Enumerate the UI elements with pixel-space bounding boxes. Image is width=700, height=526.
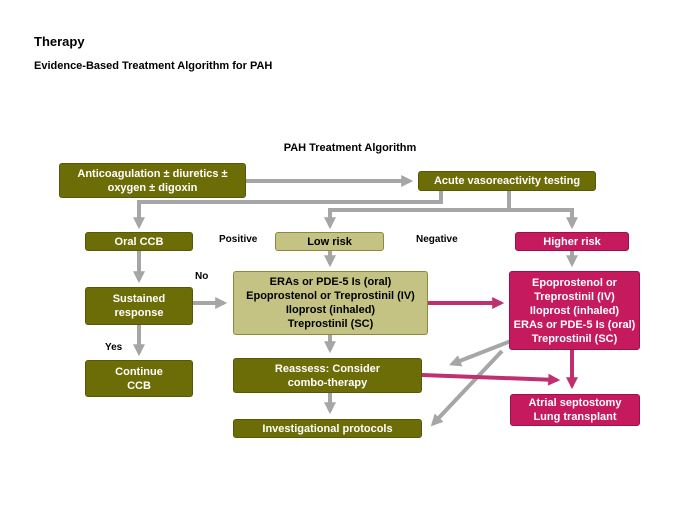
low-risk-therapy-box: ERAs or PDE-5 Is (oral) Epoprostenol or … <box>233 271 428 335</box>
positive-label: Positive <box>219 234 258 245</box>
oral-ccb-box: Oral CCB <box>85 232 193 251</box>
continue-ccb-box: Continue CCB <box>85 360 193 397</box>
arrow-high-to-investigational <box>430 349 504 427</box>
higher-risk-box: Higher risk <box>515 232 629 251</box>
sustained-response-box: Sustained response <box>85 287 193 325</box>
septostomy-transplant-box: Atrial septostomy Lung transplant <box>510 394 640 426</box>
higher-risk-therapy-box: Epoprostenol or Treprostinil (IV) Ilopro… <box>509 271 640 350</box>
vasoreactivity-testing-box: Acute vasoreactivity testing <box>418 171 596 191</box>
arrow-reassess-to-septostomy <box>421 373 561 386</box>
negative-label: Negative <box>416 234 458 245</box>
anticoagulation-box: Anticoagulation ± diuretics ± oxygen ± d… <box>59 163 246 198</box>
arrow-testing-to-low-risk <box>324 191 511 230</box>
low-risk-box: Low risk <box>275 232 384 251</box>
yes-label: Yes <box>105 342 123 353</box>
arrow-testing-to-oral-ccb <box>133 191 443 230</box>
page-title: Therapy <box>34 34 85 49</box>
no-label: No <box>195 271 209 282</box>
arrow-high-to-reassess <box>449 337 517 367</box>
investigational-protocols-box: Investigational protocols <box>233 419 422 438</box>
algorithm-title: PAH Treatment Algorithm <box>283 142 417 154</box>
arrow-testing-to-higher-risk <box>509 208 578 230</box>
reassess-box: Reassess: Consider combo-therapy <box>233 358 422 393</box>
page-subtitle: Evidence-Based Treatment Algorithm for P… <box>34 60 273 72</box>
